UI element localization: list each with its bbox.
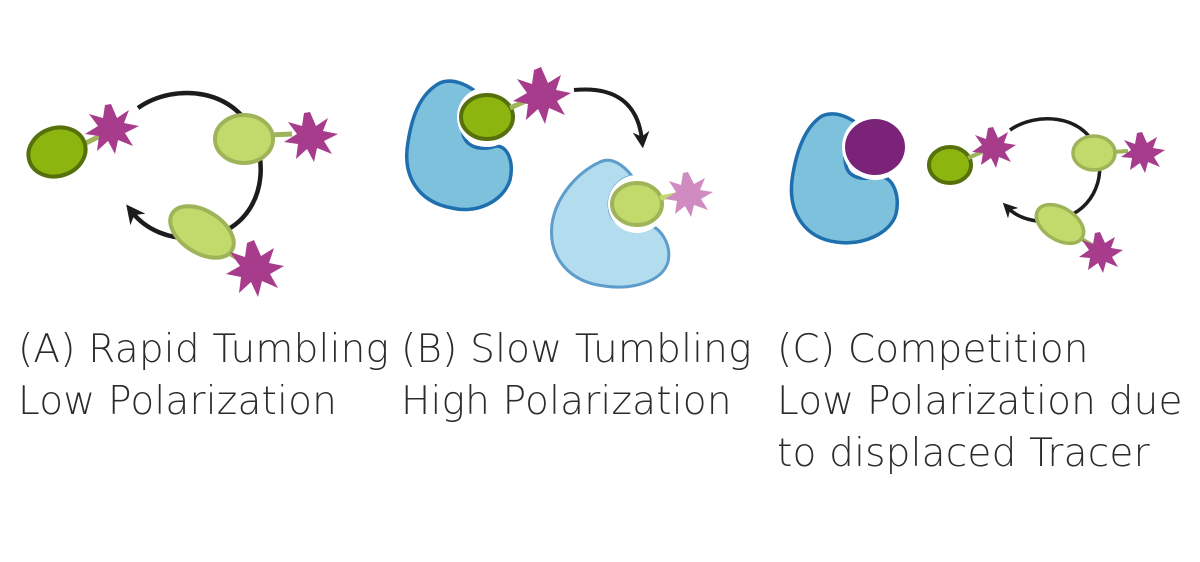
fluorophore-burst [284,112,338,162]
competitor-molecule [845,119,905,175]
fluorophore-burst [1121,132,1165,173]
tracer-light [1071,134,1117,172]
fluorophore-burst [1079,232,1123,273]
panel-c-subtitle: Low Polarization due [777,379,1183,424]
panel-b-illustration [405,67,713,289]
tracer-light [610,181,664,227]
panel-a-title: (A) Rapid Tumbling [18,327,390,372]
panel-c-subtitle-2: to displaced Tracer [777,431,1150,476]
fluorophore-burst [85,104,139,154]
panel-b-caption: (B) Slow Tumbling High Polarization [401,324,752,428]
tracer-light [213,113,275,165]
tracer-dark [459,93,515,141]
panel-c-title: (C) Competition [777,327,1089,372]
fluorophore-burst [226,240,284,297]
panel-c-illustration [789,112,1165,273]
tracer-dark [26,125,88,179]
panel-b-title: (B) Slow Tumbling [401,327,752,372]
slow-rotation-arrow [573,87,650,149]
panel-c-caption: (C) Competition Low Polarization due to … [777,324,1183,480]
tracer-dark [927,145,973,185]
fluorophore-burst [972,127,1016,168]
rotation-arrow-a [126,90,263,241]
panel-a-subtitle: Low Polarization [18,379,338,424]
rotation-arrow-c [1002,117,1102,223]
panel-a-illustration [26,90,338,297]
tracer-light [168,204,236,260]
tracer-light [1034,202,1086,246]
tracer-linker [1112,149,1129,154]
panel-a-caption: (A) Rapid Tumbling Low Polarization [18,324,389,428]
fluorophore-burst [665,172,713,217]
tracer-linker [967,150,983,160]
fluorophore-burst [513,67,571,124]
panel-b-subtitle: High Polarization [401,379,732,424]
